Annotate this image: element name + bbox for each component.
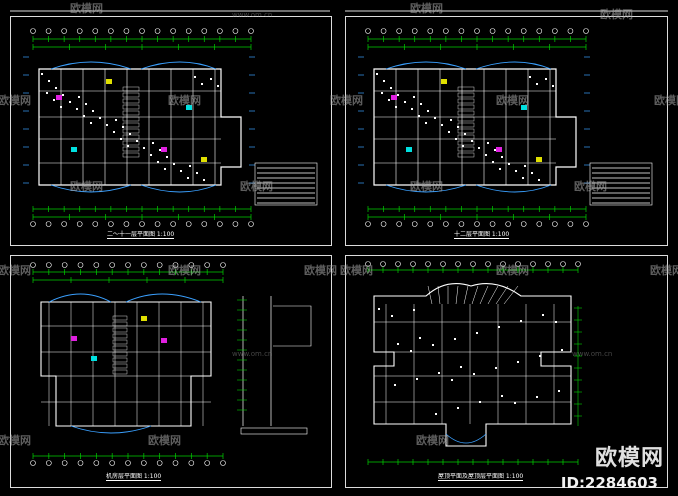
watermark-logo: 欧模网: [304, 264, 337, 277]
watermark-logo: 欧模网: [168, 264, 201, 277]
watermark-logo: 欧模网: [330, 94, 363, 107]
sheet-floor-plan-12: 十二层平面图 1:100: [345, 16, 668, 246]
floor-plan-drawing-3: [30, 262, 312, 466]
watermark-site: www.om.cn: [232, 350, 273, 358]
watermark-logo: 欧模网: [0, 434, 31, 447]
watermark-logo: 欧模网: [416, 434, 449, 447]
watermark-logo: 欧模网: [240, 180, 273, 193]
watermark-logo: 欧模网: [496, 264, 529, 277]
floor-plan-drawing-1: [23, 28, 318, 227]
watermark-logo: 欧模网: [650, 264, 678, 277]
sheet-machine-room-plan: 机房层平面图 1:100: [10, 255, 332, 488]
watermark-logo: 欧模网: [654, 94, 678, 107]
watermark-logo: 欧模网: [410, 180, 443, 193]
watermark-site: www.om.cn: [572, 350, 613, 358]
watermark-logo: 欧模网: [0, 94, 31, 107]
watermark-logo: 欧模网: [70, 180, 103, 193]
sheet-caption: 十二层平面图 1:100: [454, 231, 510, 239]
watermark-logo: 欧模网: [410, 2, 443, 15]
watermark-logo: 欧模网: [168, 94, 201, 107]
brand-logo: 欧模网: [594, 446, 664, 471]
watermark-logo: 欧模网: [70, 2, 103, 15]
sheet-caption: 机房层平面图 1:100: [106, 473, 162, 481]
watermark-logo: 欧模网: [0, 264, 31, 277]
watermark-logo: 欧模网: [340, 264, 373, 277]
watermark-site: www.om.cn: [232, 11, 273, 19]
sheet-floor-plan-2-11: 二～十一层平面图 1:100: [10, 16, 332, 246]
watermark-logo: 欧模网: [574, 180, 607, 193]
watermark-logo: 欧模网: [496, 94, 529, 107]
top-partial-sheets: [0, 0, 678, 12]
sheet-caption: 二～十一层平面图 1:100: [107, 231, 175, 239]
sheet-roof-plan: 屋顶平面及屋顶层平面图 1:100: [345, 255, 668, 488]
floor-plan-drawing-4: [365, 261, 582, 465]
sheet-caption: 屋顶平面及屋顶层平面图 1:100: [438, 473, 524, 481]
watermark-logo: 欧模网: [148, 434, 181, 447]
floor-plan-drawing-2: [358, 28, 653, 227]
model-id-label: ID:2284603: [560, 474, 658, 492]
watermark-logo: 欧模网: [600, 8, 633, 21]
